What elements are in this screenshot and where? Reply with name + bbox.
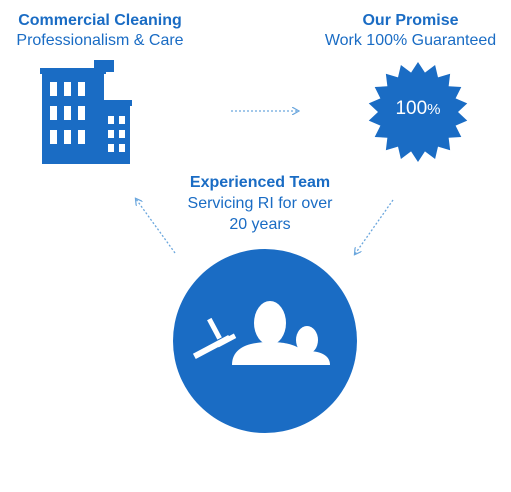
- commercial-cleaning-block: Commercial Cleaning Professionalism & Ca…: [0, 11, 200, 51]
- arrow-promise-to-team: [355, 199, 394, 254]
- our-promise-block: Our Promise Work 100% Guaranteed: [308, 11, 511, 51]
- experienced-team-subtitle-line2: 20 years: [229, 216, 291, 233]
- experienced-team-title: Experienced Team: [189, 174, 331, 191]
- commercial-cleaning-title: Commercial Cleaning: [18, 12, 182, 29]
- seal-badge-icon: [368, 62, 468, 162]
- building-icon: [40, 60, 132, 164]
- team-squeegee-icon: [173, 249, 357, 433]
- experienced-team-block: Experienced Team Servicing RI for over 2…: [160, 173, 360, 235]
- badge-unit: %: [427, 101, 441, 118]
- our-promise-title: Our Promise: [362, 12, 459, 29]
- badge-number: 100: [395, 98, 428, 119]
- commercial-cleaning-subtitle: Professionalism & Care: [16, 32, 184, 49]
- badge-label: 100%: [368, 98, 468, 120]
- our-promise-subtitle: Work 100% Guaranteed: [324, 32, 497, 49]
- experienced-team-subtitle-line1: Servicing RI for over: [187, 195, 333, 212]
